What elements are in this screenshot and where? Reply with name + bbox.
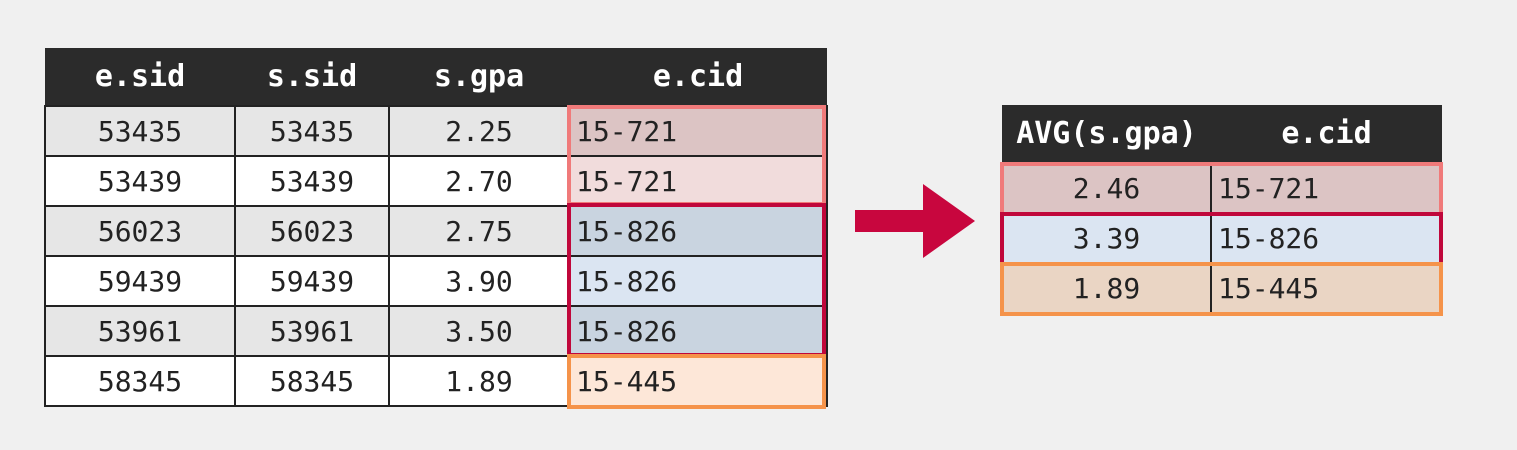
cell-e-cid: 15-721 xyxy=(568,155,828,207)
cell-avg-gpa: 1.89 xyxy=(1001,262,1212,314)
input-table: e.sid s.sid s.gpa e.cid 53435 53435 2.25… xyxy=(44,48,828,407)
table-row: 58345 58345 1.89 15-445 xyxy=(44,355,828,407)
header-e-sid: e.sid xyxy=(45,48,235,106)
cell-e-cid: 15-721 xyxy=(1210,162,1443,214)
header-row: AVG(s.gpa) e.cid xyxy=(1002,105,1442,163)
cell-e-sid: 59439 xyxy=(44,255,236,307)
cell-s-sid: 53435 xyxy=(234,105,390,157)
header-e-cid: e.cid xyxy=(1211,105,1442,163)
cell-s-sid: 53961 xyxy=(234,305,390,357)
cell-e-cid: 15-826 xyxy=(568,305,828,357)
cell-e-cid: 15-826 xyxy=(568,205,828,257)
table-row: 2.46 15-721 xyxy=(1001,162,1443,214)
cell-e-cid: 15-445 xyxy=(1210,262,1443,314)
cell-e-sid: 53961 xyxy=(44,305,236,357)
table-row: 56023 56023 2.75 15-826 xyxy=(44,205,828,257)
cell-e-cid: 15-445 xyxy=(568,355,828,407)
cell-e-sid: 53435 xyxy=(44,105,236,157)
cell-avg-gpa: 2.46 xyxy=(1001,162,1212,214)
table-row: 3.39 15-826 xyxy=(1001,212,1443,264)
cell-s-gpa: 1.89 xyxy=(388,355,570,407)
header-row: e.sid s.sid s.gpa e.cid xyxy=(45,48,827,106)
header-avg-gpa: AVG(s.gpa) xyxy=(1002,105,1211,163)
cell-s-sid: 56023 xyxy=(234,205,390,257)
cell-s-sid: 53439 xyxy=(234,155,390,207)
cell-e-sid: 58345 xyxy=(44,355,236,407)
cell-e-sid: 53439 xyxy=(44,155,236,207)
cell-e-cid: 15-826 xyxy=(568,255,828,307)
cell-e-sid: 56023 xyxy=(44,205,236,257)
cell-s-gpa: 2.70 xyxy=(388,155,570,207)
header-s-sid: s.sid xyxy=(235,48,389,106)
cell-s-sid: 59439 xyxy=(234,255,390,307)
header-e-cid: e.cid xyxy=(569,48,827,106)
right-arrow-icon xyxy=(855,184,975,258)
header-s-gpa: s.gpa xyxy=(389,48,569,106)
table-row: 53435 53435 2.25 15-721 xyxy=(44,105,828,157)
cell-s-gpa: 2.75 xyxy=(388,205,570,257)
cell-s-gpa: 3.90 xyxy=(388,255,570,307)
table-row: 53961 53961 3.50 15-826 xyxy=(44,305,828,357)
result-table: AVG(s.gpa) e.cid 2.46 15-721 3.39 15-826… xyxy=(1001,105,1443,314)
cell-avg-gpa: 3.39 xyxy=(1001,212,1212,264)
table-row: 59439 59439 3.90 15-826 xyxy=(44,255,828,307)
table-row: 1.89 15-445 xyxy=(1001,262,1443,314)
cell-s-gpa: 2.25 xyxy=(388,105,570,157)
cell-e-cid: 15-721 xyxy=(568,105,828,157)
table-row: 53439 53439 2.70 15-721 xyxy=(44,155,828,207)
cell-e-cid: 15-826 xyxy=(1210,212,1443,264)
cell-s-gpa: 3.50 xyxy=(388,305,570,357)
cell-s-sid: 58345 xyxy=(234,355,390,407)
